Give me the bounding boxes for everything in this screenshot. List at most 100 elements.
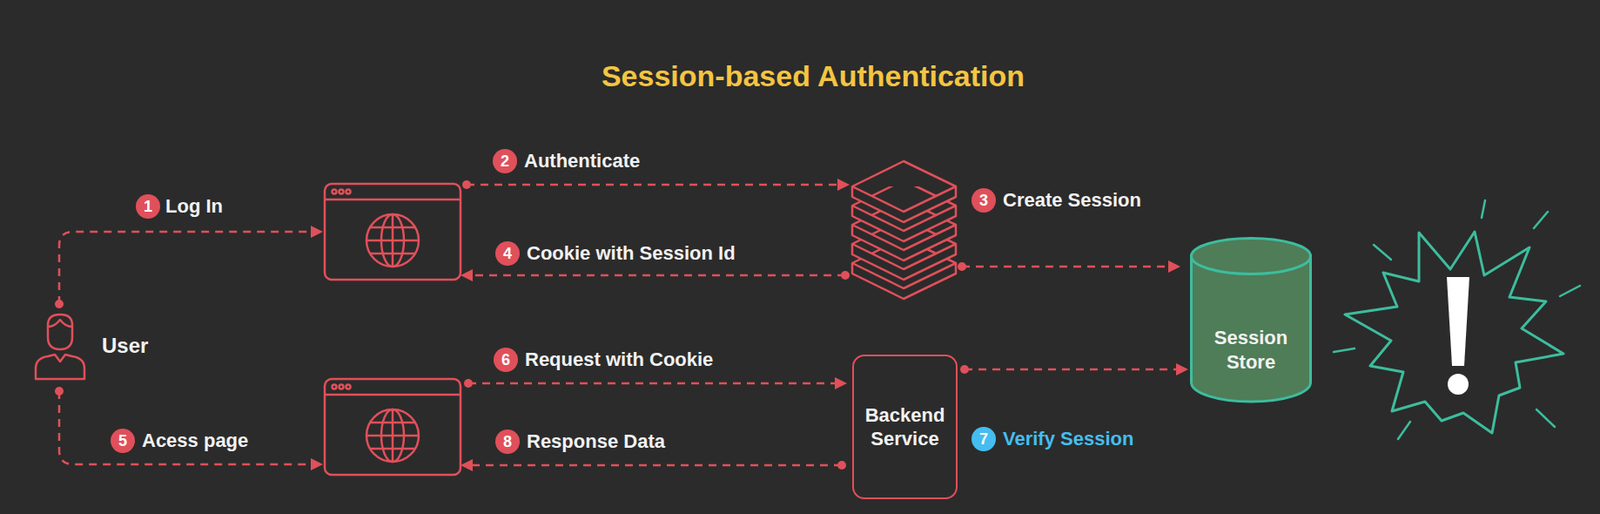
callout-number: 8: [503, 433, 512, 450]
callout-number: 2: [500, 153, 510, 169]
diagram-title: Session-based Authentication: [601, 59, 1025, 94]
step-badge: 1: [135, 194, 161, 219]
globe-line: [366, 239, 419, 243]
globe-line: [369, 421, 416, 424]
user-head: [47, 314, 73, 350]
alert-burst: [1333, 200, 1580, 439]
step-text: Response Data: [526, 430, 666, 452]
step-text: Cookie with Session Id: [526, 242, 736, 264]
line-dot: [957, 262, 967, 271]
cylinder-outline: [1189, 236, 1312, 402]
globe: [366, 214, 419, 267]
window-dot: [332, 189, 337, 195]
burst-rays: [1333, 200, 1580, 439]
globe: [366, 409, 419, 462]
burst-ray: [1559, 285, 1580, 296]
window-bar: [324, 393, 461, 397]
burst-outline: [1344, 231, 1564, 433]
step-badge: 4: [495, 241, 520, 266]
line-dot: [463, 378, 473, 388]
browser-window: [324, 378, 461, 475]
session-store-cylinder: Session Store: [1189, 236, 1312, 402]
line-dot: [54, 299, 64, 309]
globe-line: [369, 252, 416, 256]
user-hair: [47, 319, 73, 327]
step-label: Log In: [165, 194, 223, 218]
line-dot: [462, 180, 471, 189]
callout-number: 5: [118, 432, 128, 449]
arrowhead: [1176, 363, 1189, 376]
step-text: Acess page: [141, 429, 249, 451]
exclamation-bar: [1446, 276, 1470, 366]
cylinder-top: [1191, 238, 1311, 275]
server-layer: [852, 161, 956, 222]
user-actor: User: [32, 310, 148, 381]
window-dot: [346, 384, 351, 390]
step-text: Create Session: [1002, 188, 1142, 211]
line-dot: [840, 270, 850, 280]
step-label: Cookie with Session Id: [526, 242, 736, 265]
arrowhead: [460, 458, 473, 471]
line-dot: [54, 386, 64, 396]
step-badge: 7: [971, 426, 996, 451]
arrowhead: [310, 225, 323, 238]
connector: [960, 363, 1189, 376]
flow-line: [59, 390, 312, 464]
step-badge: 3: [971, 188, 996, 213]
step-badge: 8: [495, 429, 520, 454]
browser-window: [324, 183, 461, 280]
step-label: Verify Session: [1002, 427, 1134, 451]
flow-line: [59, 231, 312, 304]
window-dot: [339, 189, 344, 195]
globe-line: [369, 226, 416, 229]
node-label: Backend Service: [860, 403, 949, 451]
callout-number: 7: [979, 430, 989, 447]
callout-number: 4: [503, 245, 512, 262]
step-text: Log In: [165, 194, 223, 217]
user-body: [35, 354, 85, 379]
callout-number: 1: [143, 198, 153, 215]
connector-line: [964, 368, 1177, 371]
burst-ray: [1373, 244, 1392, 260]
node-label: Session Store: [1196, 325, 1305, 374]
burst-ray: [1333, 348, 1355, 352]
line-dot: [837, 460, 847, 470]
step-text: Verify Session: [1002, 427, 1134, 450]
exclamation-dot: [1447, 373, 1469, 395]
burst-ray: [1398, 421, 1411, 439]
step-badge: 5: [110, 428, 135, 453]
arrowhead: [837, 178, 850, 191]
user-icon: [32, 310, 88, 381]
flow-line: [472, 463, 842, 467]
connector-dot: [960, 364, 969, 374]
burst-ray: [1533, 211, 1548, 229]
step-label: Acess page: [141, 429, 249, 452]
step-text: Request with Cookie: [524, 348, 713, 370]
window-dot: [332, 384, 337, 390]
flow-line: [472, 274, 846, 277]
arrowhead: [1168, 260, 1181, 273]
step-label: Request with Cookie: [524, 348, 713, 371]
step-label: Authenticate: [524, 149, 640, 173]
window-frame: [324, 378, 461, 475]
callout-number: 3: [979, 192, 989, 209]
node-label: User: [101, 333, 148, 358]
user-figure: [35, 314, 85, 379]
step-label: Response Data: [526, 430, 666, 453]
window-dot: [339, 384, 344, 390]
flow-lines: [59, 184, 1169, 465]
window-bar: [324, 198, 461, 202]
window-frame: [324, 183, 461, 280]
cylinder-body: [1191, 255, 1311, 402]
step-label: Create Session: [1002, 188, 1142, 212]
flow-line: [468, 382, 835, 385]
flow-line: [466, 183, 838, 187]
arrowhead: [834, 376, 848, 390]
step-text: Authenticate: [524, 149, 640, 172]
flow-line: [961, 265, 1169, 269]
arrowhead: [310, 457, 323, 471]
burst-ray: [1481, 200, 1486, 218]
window-dot: [346, 189, 351, 195]
backend-service-box: Backend Service: [852, 354, 958, 499]
